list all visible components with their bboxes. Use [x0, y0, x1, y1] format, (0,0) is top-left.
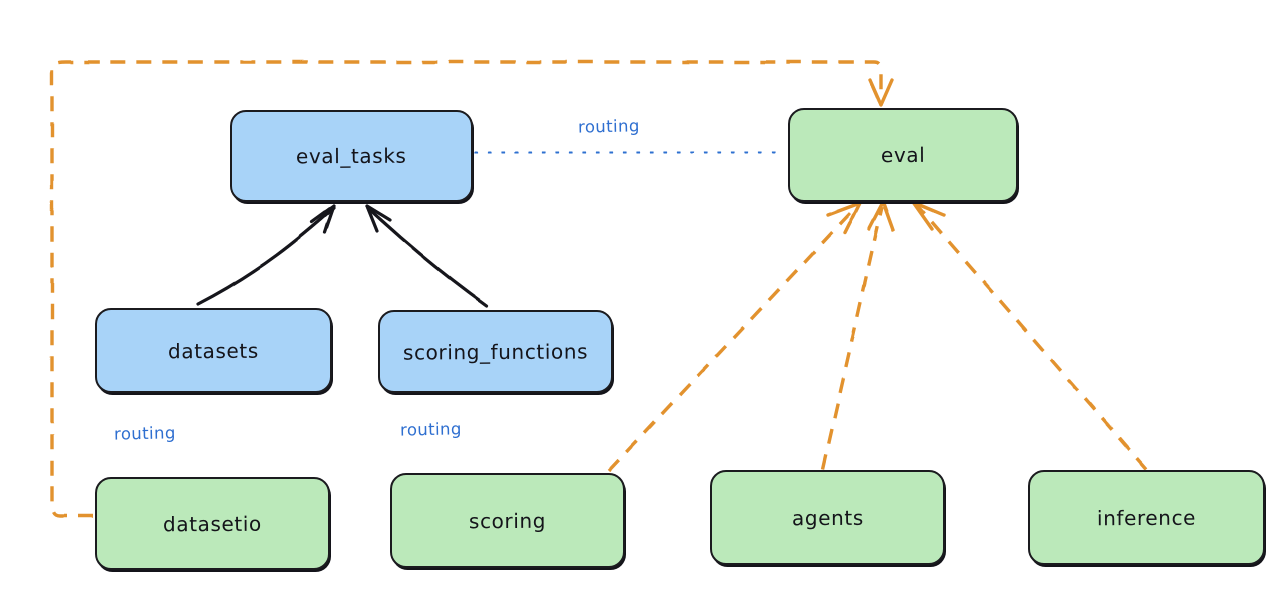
node-label-datasetio: datasetio — [163, 511, 262, 536]
node-label-scoring-functions: scoring_functions — [402, 338, 589, 365]
node-agents[interactable]: agents — [710, 470, 945, 565]
edge-scoring-functions-to-eval-tasks — [365, 204, 489, 308]
node-datasets[interactable]: datasets — [95, 308, 332, 393]
edge-datasets-to-eval-tasks — [196, 204, 336, 306]
node-eval[interactable]: eval — [788, 108, 1018, 202]
node-scoring[interactable]: scoring — [390, 473, 625, 568]
node-label-datasets: datasets — [168, 338, 259, 363]
edge-inference-to-eval — [911, 200, 1148, 471]
node-label-eval: eval — [880, 142, 926, 168]
edge-label-routing-datasets: routing — [113, 423, 176, 444]
node-label-scoring: scoring — [468, 508, 547, 533]
node-scoring-functions[interactable]: scoring_functions — [378, 310, 613, 393]
edge-scoring-to-eval — [607, 201, 862, 473]
node-label-inference: inference — [1096, 505, 1197, 530]
node-eval-tasks[interactable]: eval_tasks — [230, 110, 473, 202]
node-label-agents: agents — [791, 505, 864, 530]
edge-agents-to-eval — [821, 200, 895, 470]
node-datasetio[interactable]: datasetio — [95, 477, 330, 570]
edge-label-routing-eval-tasks: routing — [577, 116, 640, 137]
node-inference[interactable]: inference — [1028, 470, 1265, 565]
edge-datasetio-to-eval — [50, 60, 894, 518]
edge-eval-tasks-to-eval — [474, 150, 788, 155]
edge-label-routing-scoring-functions: routing — [399, 419, 462, 440]
node-label-eval-tasks: eval_tasks — [296, 143, 407, 169]
